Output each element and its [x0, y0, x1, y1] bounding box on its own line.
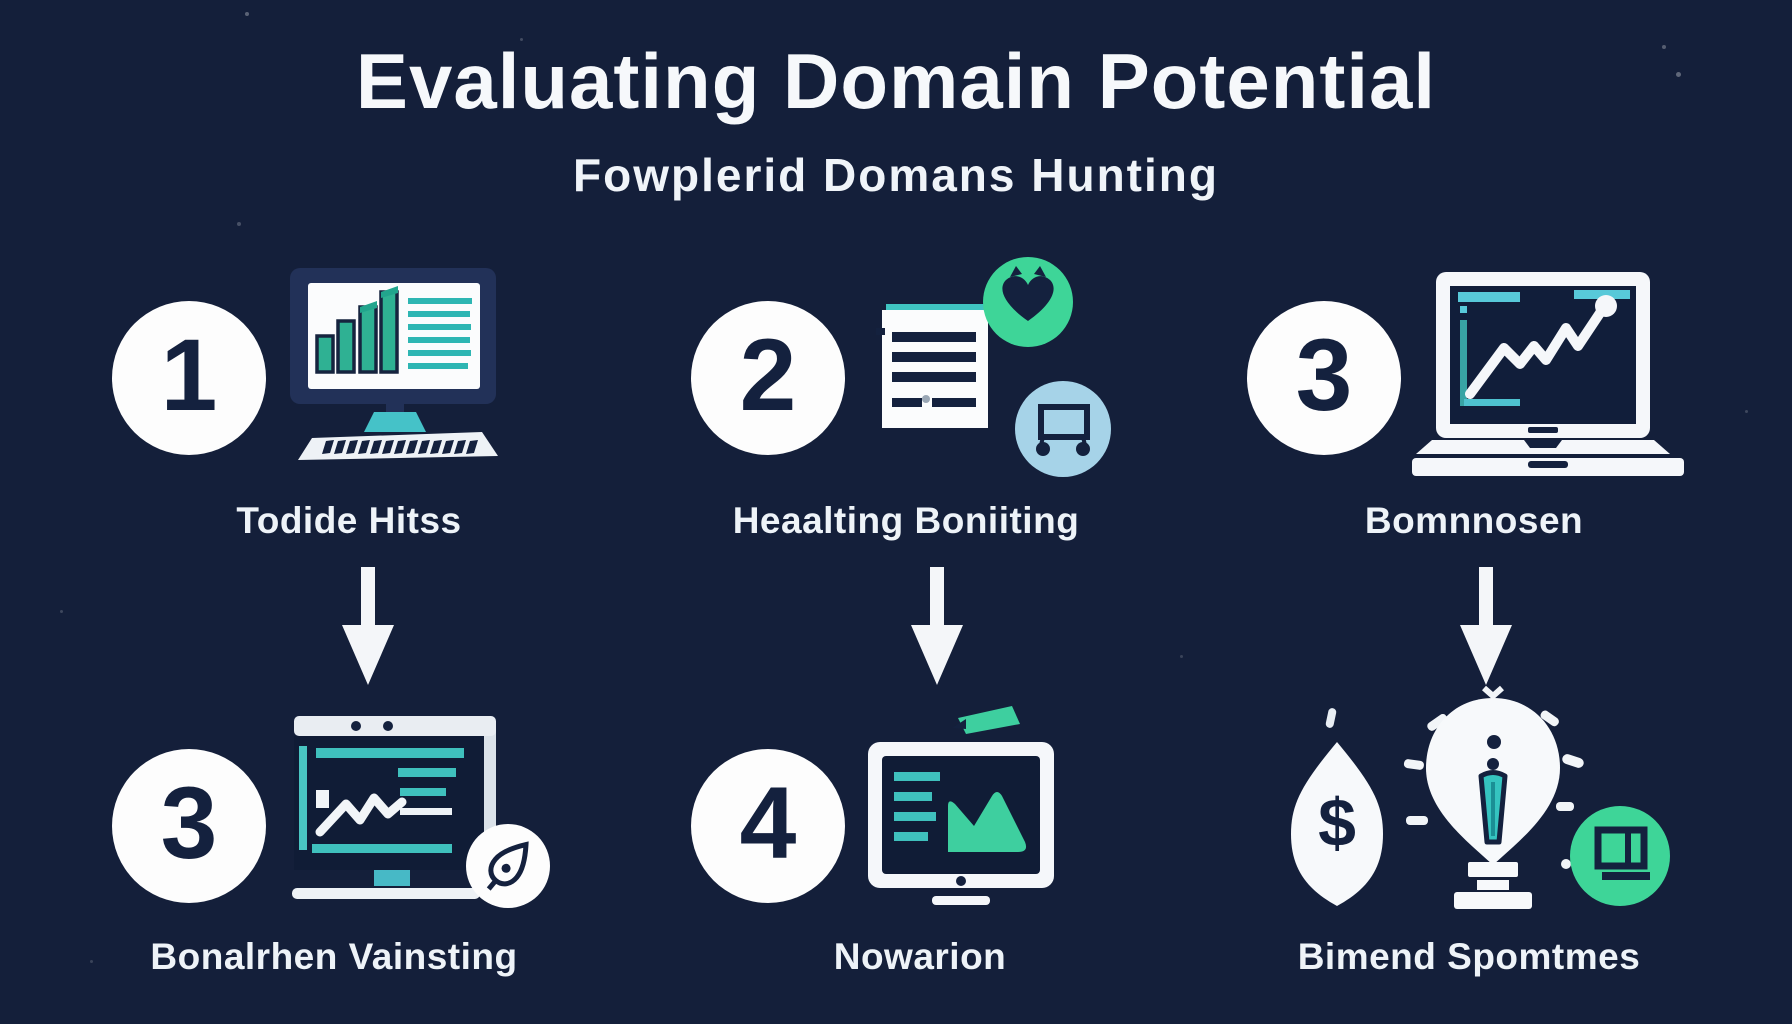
document-report-icon — [876, 304, 1000, 428]
down-arrow-icon — [342, 567, 394, 685]
page-subtitle: Fowplerid Domans Hunting — [573, 149, 1219, 201]
down-arrow-icon — [911, 567, 963, 685]
step-number-circle-3: 3 — [1247, 301, 1401, 455]
star-dot — [1745, 410, 1748, 413]
star-dot — [60, 610, 63, 613]
step-number-circle-1: 1 — [112, 301, 266, 455]
step-number-circle-2: 2 — [691, 301, 845, 455]
star-dot — [237, 222, 241, 226]
heart-badge-icon — [983, 257, 1073, 347]
step-label: Todide Hitss — [236, 500, 462, 541]
step-label: Heaalting Boniiting — [732, 500, 1080, 541]
page-title: Evaluating Domain Potential — [355, 37, 1437, 125]
laptop-growth-chart-icon — [1412, 272, 1684, 476]
star-dot — [90, 960, 93, 963]
step-number: 4 — [739, 766, 797, 880]
step-number: 2 — [739, 318, 797, 432]
step-number: 1 — [160, 318, 218, 432]
lightbulb-icon — [1403, 685, 1584, 909]
star-dot — [1662, 45, 1666, 49]
monitor-analytics-icon — [292, 716, 496, 899]
sparkle-dash — [1325, 707, 1337, 729]
step-number-circle-5: 4 — [691, 749, 845, 903]
dollar-symbol: $ — [1318, 785, 1356, 861]
step-label: Nowarion — [833, 936, 1007, 977]
dollar-leaf-icon: $ — [1282, 740, 1392, 908]
monitor-mountain-chart-icon — [868, 706, 1054, 905]
desktop-computer-bar-chart-icon — [290, 268, 498, 460]
step-number-circle-4: 3 — [112, 749, 266, 903]
step-number: 3 — [160, 766, 218, 880]
star-dot — [1180, 655, 1183, 658]
step-label: Bimend Spomtmes — [1297, 936, 1641, 977]
step-label: Bonalrhen Vainsting — [150, 936, 518, 977]
star-dot — [520, 38, 523, 41]
pen-badge-icon — [466, 824, 550, 908]
down-arrow-icon — [1460, 567, 1512, 685]
book-badge-icon — [1570, 806, 1670, 906]
step-label: Bomnnosen — [1364, 500, 1584, 541]
star-dot — [1676, 72, 1681, 77]
cart-badge-icon — [1015, 381, 1111, 477]
star-dot — [245, 12, 249, 16]
step-number: 3 — [1295, 318, 1353, 432]
